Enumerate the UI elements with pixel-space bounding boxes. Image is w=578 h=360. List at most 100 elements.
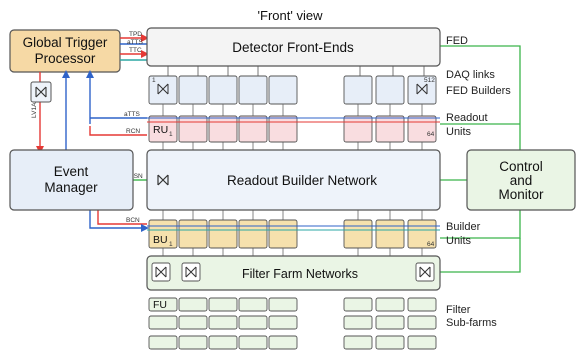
builder-unit[interactable] — [178, 219, 208, 249]
ru-last-tag: 64 — [427, 131, 435, 138]
fed-index-first: 1 — [152, 77, 156, 84]
filter-unit[interactable] — [238, 335, 268, 350]
readout-builder-network-label: Readout Builder Network — [227, 173, 377, 188]
label-fed-builders: FED Builders — [446, 85, 511, 97]
switch-icon — [35, 86, 47, 98]
bu-first-sub: 1 — [169, 241, 173, 248]
readout-unit[interactable] — [268, 115, 298, 143]
fed-builder[interactable] — [268, 75, 298, 105]
fed-builder[interactable] — [238, 75, 268, 105]
filter-unit[interactable] — [343, 335, 373, 350]
filter-unit[interactable] — [178, 335, 208, 350]
control-and-monitor[interactable]: Control and Monitor — [466, 149, 576, 211]
filter-unit[interactable] — [208, 297, 238, 312]
readout-unit[interactable] — [407, 115, 437, 143]
readout-unit[interactable] — [208, 115, 238, 143]
filter-unit[interactable] — [238, 297, 268, 312]
label-daq-links: DAQ links — [446, 69, 495, 81]
readout-unit[interactable] — [178, 115, 208, 143]
filter-unit[interactable] — [148, 297, 178, 312]
label-readout-units: Units — [446, 126, 472, 138]
control-lines — [440, 45, 521, 273]
bcn-arrowhead — [141, 224, 149, 232]
signal-tpd: TPD — [129, 31, 142, 38]
filter-unit[interactable] — [343, 297, 373, 312]
trigger-switch-box[interactable] — [30, 81, 52, 103]
fu-tag: FU — [153, 299, 167, 311]
trigger-lines — [39, 37, 147, 229]
global-trigger-label-line1: Global Trigger — [23, 35, 108, 50]
switch-icon — [419, 266, 431, 278]
fed-builder[interactable] — [178, 75, 208, 105]
ru-first-tag: RU — [153, 124, 168, 136]
builder-unit[interactable] — [208, 219, 238, 249]
filter-sub-farms — [148, 297, 437, 350]
filter-unit[interactable] — [268, 315, 298, 330]
atts-arrowhead — [62, 70, 70, 78]
builder-unit[interactable] — [407, 219, 437, 249]
label-fed: FED — [446, 35, 468, 47]
filter-unit[interactable] — [407, 297, 437, 312]
builder-unit[interactable] — [268, 219, 298, 249]
diagram-title: 'Front' view — [258, 8, 324, 23]
readout-builder-network[interactable]: Readout Builder Network — [146, 149, 441, 211]
builder-unit[interactable] — [343, 219, 373, 249]
filter-farm-networks-label: Filter Farm Networks — [242, 267, 358, 281]
label-sub-farms: Sub-farms — [446, 317, 497, 329]
signal-atts-top: aTTS — [127, 39, 144, 46]
event-manager[interactable]: Event Manager — [9, 149, 134, 211]
control-label-line3: Monitor — [498, 187, 544, 202]
signal-lv1a: LV1A — [31, 102, 38, 118]
filter-unit[interactable] — [208, 335, 238, 350]
control-label-line1: Control — [499, 159, 543, 174]
filter-unit[interactable] — [178, 297, 208, 312]
builder-unit[interactable] — [375, 219, 405, 249]
signal-dsn: DSN — [129, 173, 143, 180]
filter-unit[interactable] — [375, 297, 405, 312]
builder-unit[interactable] — [238, 219, 268, 249]
switch-icon — [157, 174, 169, 186]
fed-builders — [148, 75, 437, 105]
detector-front-ends[interactable]: Detector Front-Ends — [146, 27, 441, 67]
fed-connectors — [167, 66, 425, 76]
signal-bcn: BCN — [126, 217, 140, 224]
signal-rcn: RCN — [126, 128, 140, 135]
filter-unit[interactable] — [407, 335, 437, 350]
ru-first-sub: 1 — [169, 131, 173, 138]
filter-unit[interactable] — [238, 315, 268, 330]
fed-builder[interactable] — [343, 75, 373, 105]
readout-unit[interactable] — [238, 115, 268, 143]
filter-unit[interactable] — [268, 335, 298, 350]
filter-unit[interactable] — [178, 315, 208, 330]
fed-builder[interactable] — [375, 75, 405, 105]
label-readout: Readout — [446, 112, 488, 124]
control-label-line2: and — [510, 173, 533, 188]
tpd-arrowhead — [141, 34, 149, 42]
builder-units-row — [148, 219, 437, 249]
signal-atts-mid: aTTS — [124, 111, 141, 118]
bu-first-tag: BU — [153, 234, 168, 246]
label-filter: Filter — [446, 304, 471, 316]
label-builder: Builder — [446, 221, 481, 233]
filter-unit[interactable] — [343, 315, 373, 330]
filter-unit[interactable] — [268, 297, 298, 312]
filter-farm-networks[interactable]: Filter Farm Networks — [146, 255, 441, 291]
switch-icon — [185, 266, 197, 278]
bu-last-tag: 64 — [427, 241, 435, 248]
readout-units-row — [148, 115, 437, 143]
event-manager-label-line2: Manager — [44, 180, 98, 195]
builder-unit[interactable] — [148, 219, 178, 249]
readout-unit[interactable] — [375, 115, 405, 143]
readout-unit[interactable] — [343, 115, 373, 143]
filter-unit[interactable] — [375, 315, 405, 330]
global-trigger-label-line2: Processor — [35, 51, 96, 66]
filter-unit[interactable] — [407, 315, 437, 330]
filter-unit[interactable] — [148, 315, 178, 330]
filter-unit[interactable] — [148, 335, 178, 350]
filter-unit[interactable] — [208, 315, 238, 330]
signal-ttc: TTC — [129, 47, 142, 54]
fed-builder[interactable] — [208, 75, 238, 105]
filter-unit[interactable] — [375, 335, 405, 350]
global-trigger-processor[interactable]: Global Trigger Processor — [9, 29, 121, 73]
event-manager-label-line1: Event — [54, 164, 89, 179]
